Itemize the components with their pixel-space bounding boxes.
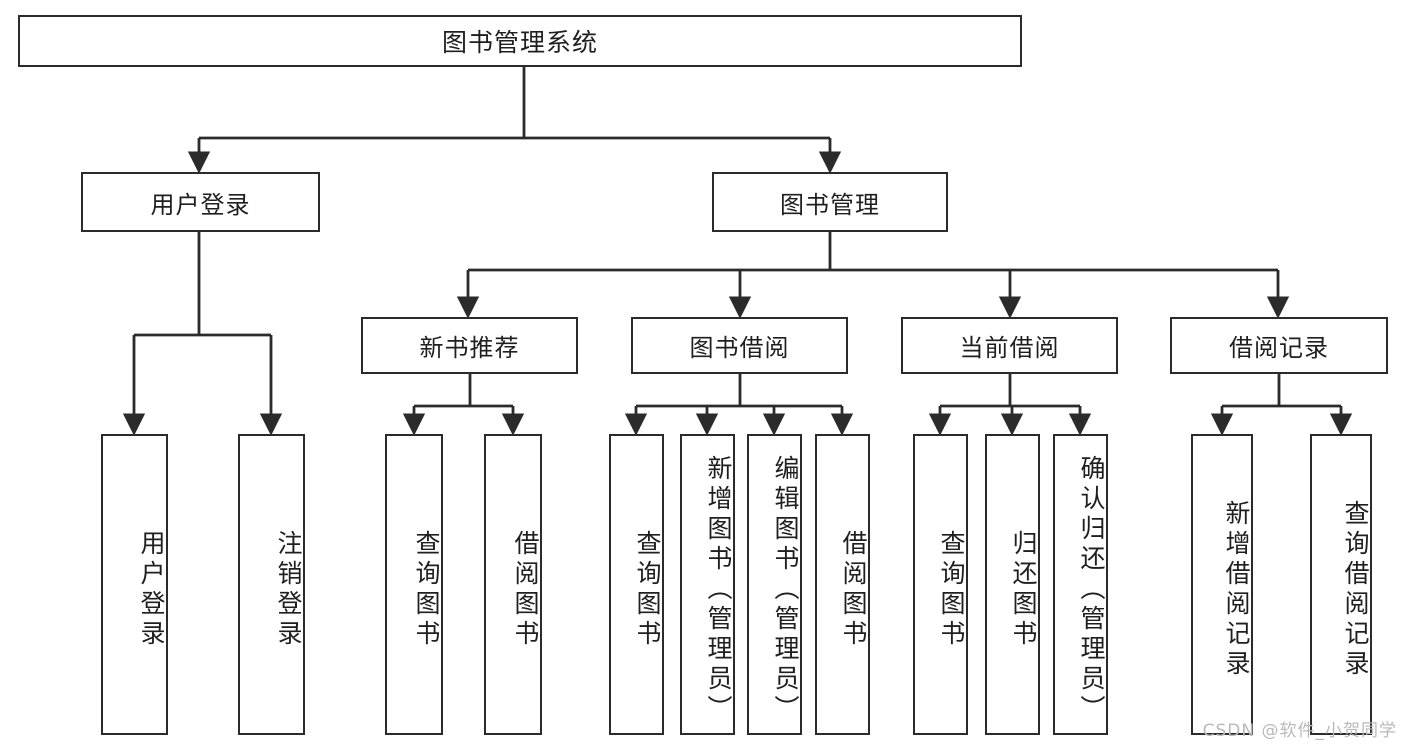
leaf-borrow-book-1-label: 借阅图书 [511, 529, 540, 650]
node-borrow-record-label: 借阅记录 [1229, 334, 1329, 362]
leaf-logout[interactable]: 注销登录 [238, 434, 305, 735]
leaf-query-book-2[interactable]: 查询图书 [609, 434, 664, 735]
node-user-login-label: 用户登录 [150, 190, 251, 219]
leaf-query-record-label: 查询借阅记录 [1341, 499, 1370, 680]
node-book-borrow-label: 图书借阅 [689, 334, 790, 362]
leaf-query-book-1[interactable]: 查询图书 [385, 434, 443, 735]
leaf-user-login[interactable]: 用户登录 [101, 434, 168, 735]
leaf-borrow-book-2-label: 借阅图书 [839, 529, 868, 650]
leaf-add-book[interactable]: 新增图书（管理员） [680, 434, 735, 735]
leaf-query-book-2-label: 查询图书 [633, 529, 662, 650]
leaf-query-book-3-label: 查询图书 [937, 529, 966, 650]
node-book-manage-label: 图书管理 [780, 190, 880, 219]
node-current-borrow-label: 当前借阅 [959, 334, 1060, 362]
leaf-return-book[interactable]: 归还图书 [985, 434, 1040, 735]
node-root[interactable]: 图书管理系统 [18, 15, 1022, 67]
leaf-query-book-3[interactable]: 查询图书 [913, 434, 968, 735]
leaf-edit-book[interactable]: 编辑图书（管理员） [747, 434, 802, 735]
node-book-borrow[interactable]: 图书借阅 [631, 317, 848, 374]
node-borrow-record[interactable]: 借阅记录 [1170, 317, 1388, 374]
node-current-borrow[interactable]: 当前借阅 [901, 317, 1118, 374]
node-user-login[interactable]: 用户登录 [81, 172, 320, 232]
node-book-manage[interactable]: 图书管理 [712, 172, 948, 232]
watermark: CSDN @软件_小贺同学 [1202, 721, 1397, 741]
leaf-return-book-label: 归还图书 [1009, 529, 1038, 650]
leaf-query-book-1-label: 查询图书 [412, 529, 441, 650]
node-new-book-recommend-label: 新书推荐 [419, 334, 520, 362]
leaf-user-login-label: 用户登录 [137, 529, 166, 650]
leaf-borrow-book-2[interactable]: 借阅图书 [815, 434, 870, 735]
leaf-add-record[interactable]: 新增借阅记录 [1191, 434, 1253, 735]
leaf-logout-label: 注销登录 [274, 529, 303, 650]
node-root-label: 图书管理系统 [441, 28, 598, 57]
node-new-book-recommend[interactable]: 新书推荐 [361, 317, 578, 374]
leaf-query-record[interactable]: 查询借阅记录 [1310, 434, 1372, 735]
leaf-add-record-label: 新增借阅记录 [1222, 499, 1251, 680]
leaf-confirm-return[interactable]: 确认归还（管理员） [1053, 434, 1108, 735]
leaf-edit-book-label: 编辑图书（管理员） [771, 454, 800, 725]
leaf-confirm-return-label: 确认归还（管理员） [1077, 454, 1106, 725]
leaf-borrow-book-1[interactable]: 借阅图书 [484, 434, 542, 735]
leaf-add-book-label: 新增图书（管理员） [704, 454, 733, 725]
